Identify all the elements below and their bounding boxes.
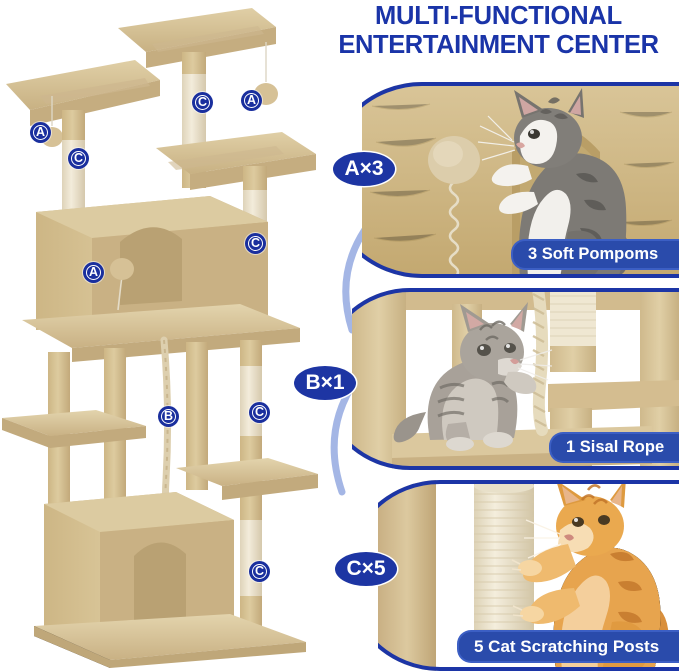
product-marker-b: B xyxy=(158,406,179,427)
cat-tree-illustration xyxy=(0,0,330,671)
caption-pompoms: 3 Soft Pompoms xyxy=(511,239,679,270)
badge-b: B×1 xyxy=(294,366,356,400)
marker-letter: C xyxy=(250,236,261,250)
marker-letter: A xyxy=(88,265,99,279)
badge-label: A×3 xyxy=(344,157,384,180)
feature-panel-pompoms: 3 Soft Pompoms xyxy=(362,82,679,278)
caption-text: 1 Sisal Rope xyxy=(566,438,665,456)
product-marker-c: C xyxy=(68,148,89,169)
title-line-1: MULTI-FUNCTIONAL xyxy=(374,2,623,30)
cat-grey-kitten xyxy=(393,302,553,451)
caption-scratching-posts: 5 Cat Scratching Posts xyxy=(457,630,679,663)
product-marker-c: C xyxy=(192,92,213,113)
product-marker-c: C xyxy=(249,561,270,582)
marker-letter: C xyxy=(254,564,265,578)
title-line-2: ENTERTAINMENT CENTER xyxy=(338,31,659,59)
product-marker-a: A xyxy=(241,90,262,111)
product-marker-a: A xyxy=(83,262,104,283)
marker-letter: C xyxy=(197,95,208,109)
product-photo: A C C A A C B C C xyxy=(0,0,330,671)
caption-text: 3 Soft Pompoms xyxy=(528,245,659,263)
marker-letter: A xyxy=(246,93,257,107)
badge-a: A×3 xyxy=(333,152,395,186)
feature-panel-sisal-rope: 1 Sisal Rope xyxy=(352,288,679,470)
marker-letter: B xyxy=(163,409,174,423)
page-title: MULTI-FUNCTIONAL ENTERTAINMENT CENTER xyxy=(318,2,679,60)
marker-letter: C xyxy=(254,405,265,419)
badge-label: C×5 xyxy=(346,557,386,580)
product-marker-c: C xyxy=(249,402,270,423)
feature-panel-scratching-posts: 5 Cat Scratching Posts xyxy=(378,480,679,671)
marker-letter: A xyxy=(35,125,46,139)
caption-text: 5 Cat Scratching Posts xyxy=(474,636,660,656)
caption-sisal-rope: 1 Sisal Rope xyxy=(549,432,679,463)
badge-c: C×5 xyxy=(335,552,397,586)
product-marker-c: C xyxy=(245,233,266,254)
marker-letter: C xyxy=(73,151,84,165)
badge-label: B×1 xyxy=(305,371,345,394)
product-marker-a: A xyxy=(30,122,51,143)
